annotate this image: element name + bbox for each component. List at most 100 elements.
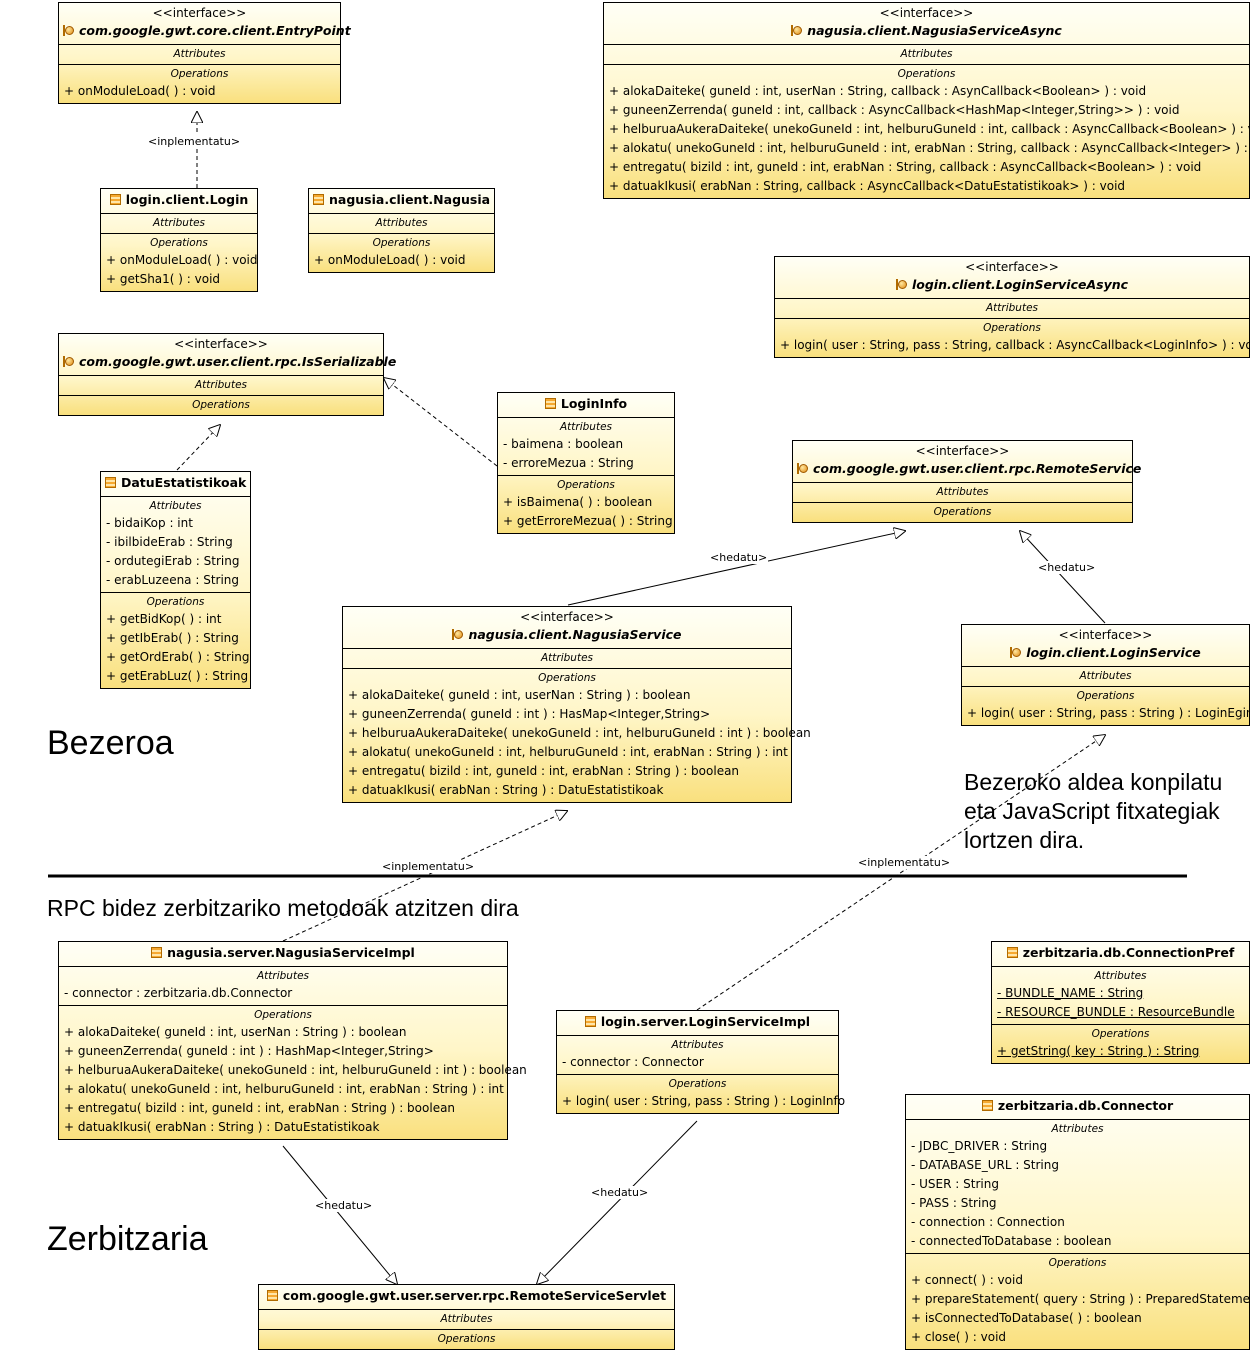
operation-row[interactable]: + login( user : String, pass : String ) … [562,1094,846,1108]
operation-row[interactable]: + datuakIkusi( erabNan : String, callbac… [609,179,1126,193]
class-icon [584,1016,596,1027]
operations-section: Operations+ onModuleLoad( ) : void [59,64,340,103]
attributes-title: Attributes [194,379,248,391]
generalization-nagusiaimpl-servlet [282,1145,397,1284]
operation-row[interactable]: + getErroreMezua( ) : String [503,514,673,528]
attribute-row: - ordutegiErab : String [106,554,240,568]
attribute-row: - BUNDLE_NAME : String [997,986,1144,1000]
operation-row[interactable]: + datuakIkusi( erabNan : String ) : Datu… [348,783,664,797]
operation-row[interactable]: + close( ) : void [911,1330,1007,1344]
class-box-isserializable[interactable]: <<interface>>com.google.gwt.user.client.… [58,333,396,416]
attribute-row: - JDBC_DRIVER : String [911,1139,1048,1153]
class-header: zerbitzaria.db.Connector [906,1095,1249,1119]
attributes-title: Attributes [559,421,613,433]
class-header: nagusia.server.NagusiaServiceImpl [59,942,507,966]
operation-row[interactable]: + helburuaAukeraDaiteke( unekoGuneId : i… [64,1063,527,1077]
stereotype-label: <<interface>> [965,260,1059,274]
operation-row[interactable]: + entregatu( bizild : int, guneId : int,… [64,1101,456,1115]
operation-row[interactable]: + guneenZerrenda( guneId : int ) : HasMa… [348,707,711,721]
class-icon [313,194,324,205]
class-box-nagusia-service[interactable]: <<interface>>nagusia.client.NagusiaServi… [342,606,811,803]
class-box-login-service-async[interactable]: <<interface>> login.client.LoginServiceAs… [774,256,1250,358]
operations-section: Operations+ login( user : String, pass :… [962,686,1250,725]
operation-row[interactable]: + alokatu( unekoGuneId : int, helburuGun… [609,141,1250,155]
operation-row[interactable]: + alokatu( unekoGuneId : int, helburuGun… [348,745,788,759]
operation-row[interactable]: + onModuleLoad( ) : void [64,84,216,98]
operations-title: Operations [192,399,250,411]
class-header: com.google.gwt.user.server.rpc.RemoteSer… [259,1285,674,1309]
label-hedatu: <hedatu> [709,551,769,564]
operations-title: Operations [983,322,1041,334]
compile-note-line: lortzen dira. [964,827,1085,853]
class-name-text: zerbitzaria.db.ConnectionPref [1022,945,1235,960]
attributes-title: Attributes [149,500,202,512]
interface-icon [63,356,74,367]
operation-row[interactable]: + helburuaAukeraDaiteke( unekoGuneId : i… [348,726,811,740]
operation-row[interactable]: + alokaDaiteke( guneId : int, userNan : … [348,688,691,702]
operation-row[interactable]: + getIbErab( ) : String [106,631,239,645]
operations-section: Operations + alokaDaiteke( guneId : int, … [343,668,811,802]
label-implementatu: <inplementatu> [147,135,242,148]
attribute-row: - RESOURCE_BUNDLE : ResourceBundle [997,1005,1235,1019]
class-name: com.google.gwt.user.client.rpc.RemoteSer… [797,460,1141,477]
class-header: <<interface>>com.google.gwt.user.client.… [59,334,396,375]
operation-row[interactable]: + getErabLuz( ) : String [106,669,249,683]
operation-row[interactable]: + alokaDaiteke( guneId : int, userNan : … [609,84,1147,98]
class-box-remote-service-servlet[interactable]: com.google.gwt.user.server.rpc.RemoteSer… [258,1284,675,1350]
class-header: <<interface>>nagusia.client.NagusiaServi… [604,3,1249,44]
operation-row[interactable]: + alokatu( unekoGuneId : int, helburuGun… [64,1082,504,1096]
class-header: <<interface>> com.google.gwt.user.client.… [793,441,1141,482]
stereotype-label: <<interface>> [915,444,1010,458]
operation-row[interactable]: + getString( key : String ) : String [997,1044,1200,1058]
operation-row[interactable]: + guneenZerrenda( guneId : int, callback… [609,103,1180,117]
operation-row[interactable]: + getSha1( ) : void [106,272,221,286]
operation-row[interactable]: + guneenZerrenda( guneId : int ) : HashM… [64,1044,434,1058]
operation-row[interactable]: + alokaDaiteke( guneId : int, userNan : … [64,1025,407,1039]
realization-logininfo-isserializable [384,378,498,467]
operation-row[interactable]: + connect( ) : void [911,1273,1023,1287]
class-name-text: login.client.Login [125,192,249,207]
operations-title: Operations [668,1078,727,1090]
operations-title: Operations [150,237,208,249]
operations-title: Operations [538,672,596,684]
attributes-section: Attributes- connector : zerbitzaria.db.C… [59,966,507,1005]
operation-row[interactable]: + prepareStatement( query : String ) : P… [911,1292,1250,1306]
class-box-nagusia-service-async[interactable]: <<interface>>nagusia.client.NagusiaServi… [603,2,1250,199]
operation-row[interactable]: + login( user : String, pass : String ) … [967,706,1250,720]
operation-row[interactable]: + entregatu( bizild : int, guneId : int,… [348,764,740,778]
attributes-title: Attributes [671,1039,724,1051]
operation-row[interactable]: + isBaimena( ) : boolean [503,495,653,509]
class-name: zerbitzaria.db.ConnectionPref [1006,944,1235,961]
operation-row[interactable]: + getBidKop( ) : int [106,612,222,626]
interface-icon [63,25,74,36]
class-box-entrypoint[interactable]: <<interface>>com.google.gwt.core.client.… [58,2,351,104]
operation-row[interactable]: + entregatu( bizild : int, guneId : int,… [609,160,1202,174]
interface-icon [797,463,808,474]
operation-row[interactable]: + isConnectedToDatabase( ) : boolean [911,1311,1142,1325]
operation-row[interactable]: + datuakIkusi( erabNan : String ) : Datu… [64,1120,380,1134]
operation-row[interactable]: + onModuleLoad( ) : void [314,253,466,267]
class-box-remoteservice[interactable]: <<interface>> com.google.gwt.user.client.… [792,440,1141,523]
attributes-title: Attributes [173,48,226,60]
section-label-zerbitzaria: Zerbitzaria [47,1220,208,1258]
attributes-title: Attributes [375,217,428,229]
class-name: com.google.gwt.user.server.rpc.RemoteSer… [266,1287,666,1304]
compile-note: Bezeroko aldea konpilatu eta JavaScript … [964,768,1222,855]
class-icon [544,398,556,409]
class-name-text: DatuEstatistikoak [121,475,247,490]
operation-row[interactable]: + onModuleLoad( ) : void [106,253,258,267]
operation-row[interactable]: + helburuaAukeraDaiteke( unekoGuneId : i… [609,122,1250,136]
class-name: login.client.LoginServiceAsync [895,276,1128,293]
operation-row[interactable]: + getOrdErab( ) : String [106,650,250,664]
operation-row[interactable]: + login( user : String, pass : String, c… [780,338,1250,352]
class-name-text: login.server.LoginServiceImpl [600,1014,811,1029]
